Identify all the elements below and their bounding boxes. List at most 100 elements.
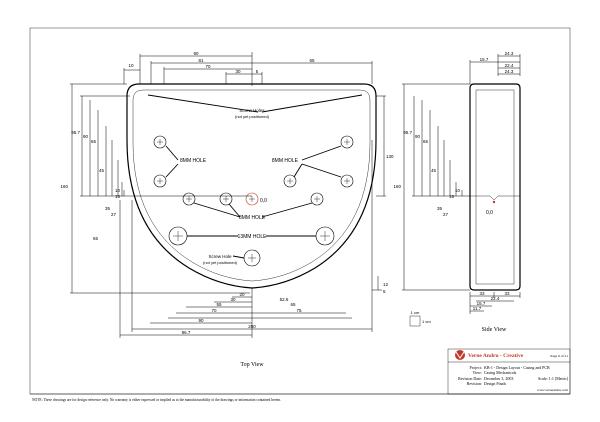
side-dim-left-90: 90: [415, 134, 421, 139]
company-name: Verne Andru - Creative: [468, 353, 524, 359]
dim-left-10: 10: [115, 188, 121, 193]
dim-top-81: 81: [198, 58, 204, 63]
top-view-inner-outline: [132, 89, 371, 282]
dim-bottom-20: 20: [239, 292, 245, 297]
side-dim-left-10: 10: [455, 188, 461, 193]
note-8mm-hole-left: 8MM HOLE: [180, 158, 207, 164]
note-screw-hole: Screw Hole: [208, 254, 232, 259]
hole-8mm-left-lower: [153, 174, 167, 188]
side-dim-22-4: 22.4: [505, 63, 514, 68]
note-8mm-hole-center: 8MM HOLE: [239, 215, 266, 221]
dim-top-70: 70: [205, 64, 211, 69]
dim-top-65: 65: [309, 58, 315, 63]
side-dim-bottom-22-4: 22.4: [491, 296, 500, 301]
title-row-view-label: View:: [472, 370, 482, 375]
dim-top-30: 30: [235, 69, 241, 74]
note-13mm-hole: 13MM HOLE: [238, 234, 268, 240]
side-view-label: Side View: [482, 327, 507, 333]
title-row-project-value: KB-1 - Design Layout - Casing and PCB: [484, 365, 550, 370]
side-dim-15-7: 15.7: [480, 57, 489, 62]
side-dim-left-160: 160: [393, 184, 401, 189]
dim-bottom-70: 70: [211, 308, 217, 313]
hole-8mm-left-upper: [153, 135, 167, 149]
side-dim-24-3-b: 24.3: [505, 69, 514, 74]
hole-centers: [157, 139, 350, 262]
hole-8mm-center-mid: [219, 192, 233, 206]
side-view-outline: [469, 83, 521, 291]
side-origin-marker: [492, 200, 496, 204]
side-view: 0,0 15.7 24.3 22.4 24.3 160 95.7 90 65 4…: [393, 51, 521, 333]
side-dim-left-65: 65: [423, 139, 429, 144]
hole-8mm-center-left: [182, 192, 196, 206]
title-row-date-label: Revision Date:: [458, 376, 482, 381]
dim-right-5: 5: [383, 289, 386, 294]
title-row-revision-label: Revision:: [467, 381, 482, 386]
scale-box: 1 cm 1 cm: [409, 310, 431, 327]
title-block: Verne Andru - Creative Page 6 of 21 Proj…: [447, 348, 571, 395]
dim-bottom-55: 55: [216, 302, 222, 307]
bottom-dimension-lines: [119, 140, 373, 338]
side-dim-bottom-11-7: 11.7: [473, 306, 482, 311]
dim-bottom-90: 90: [198, 318, 204, 323]
side-dim-bottom-33-b: 33: [504, 291, 510, 296]
hole-8mm-center-right: [310, 192, 324, 206]
hole-8mm-right-upper: [340, 135, 354, 149]
side-origin-label: 0,0: [486, 210, 493, 216]
dim-bottom-96-7: 96.7: [182, 330, 191, 335]
dim-bottom-200: 200: [248, 324, 256, 329]
title-row-view-value: Casing Mechanicals: [484, 370, 517, 375]
dim-bottom-30: 30: [230, 297, 236, 302]
dim-top-5: 5: [256, 69, 259, 74]
dim-left-27: 27: [111, 212, 117, 217]
dim-left-45: 45: [99, 168, 105, 173]
dim-left-65: 65: [91, 139, 97, 144]
top-view-label: Top View: [240, 362, 264, 368]
side-view-inner: [475, 89, 515, 285]
side-top-dimension-lines: [469, 54, 521, 84]
side-dim-left-27: 27: [443, 212, 449, 217]
title-row-revision-value: Design Finals: [484, 381, 507, 386]
dim-left-95-7: 95.7: [71, 130, 80, 135]
hole-group: [153, 135, 354, 267]
side-left-dimension-lines: [402, 83, 470, 291]
side-bottom-dimension-lines: [469, 292, 521, 314]
page-number: Page 6 of 21: [550, 354, 568, 358]
dim-left-65-lower: 65: [93, 236, 99, 241]
scale-box-v-label: 1 cm: [422, 319, 431, 324]
dim-right-130: 130: [386, 154, 394, 159]
note-8mm-hole-right: 8MM HOLE: [272, 158, 299, 164]
top-view-outline: [126, 83, 377, 289]
title-row-project-label: Project:: [470, 365, 482, 370]
side-dim-left-95-7: 95.7: [403, 130, 412, 135]
dim-left-160: 160: [60, 184, 68, 189]
side-dim-left-35: 35: [437, 206, 443, 211]
website-url: www.verneandru.com: [537, 388, 568, 392]
side-dim-bottom-33-a: 33: [479, 291, 485, 296]
dim-right-12: 12: [383, 282, 389, 287]
note-origin: 0,0: [260, 198, 267, 204]
side-dim-bottom-15-7: 15.7: [477, 301, 486, 306]
side-dim-left-45: 45: [431, 168, 437, 173]
top-view: Screw Holes (not yet positioned) 8MM HOL…: [60, 51, 394, 368]
hole-8mm-right-inner: [283, 174, 297, 188]
dim-top-90: 90: [193, 51, 199, 56]
footer-note: NOTE: These drawings are for design refe…: [32, 398, 281, 402]
logo-icon: [455, 350, 465, 360]
leaders: [147, 94, 363, 259]
title-row-scale: Scale: 1:1 [Metric]: [538, 376, 569, 381]
top-dimension-lines: [123, 52, 373, 86]
note-screw-hole-sub: (not yet positioned): [203, 260, 238, 265]
hole-8mm-right-lower: [340, 174, 354, 188]
right-dimension-lines: [372, 95, 386, 291]
dim-left-90: 90: [83, 134, 89, 139]
dim-left-35: 35: [105, 206, 111, 211]
hole-origin: [245, 192, 259, 206]
side-view-split-line: [470, 195, 520, 201]
scale-box-h-label: 1 cm: [411, 310, 420, 315]
side-dim-left-15: 15: [449, 194, 455, 199]
dim-top-10: 10: [128, 63, 134, 68]
dim-bottom-65: 65: [290, 302, 296, 307]
left-dimension-lines: [70, 83, 252, 294]
